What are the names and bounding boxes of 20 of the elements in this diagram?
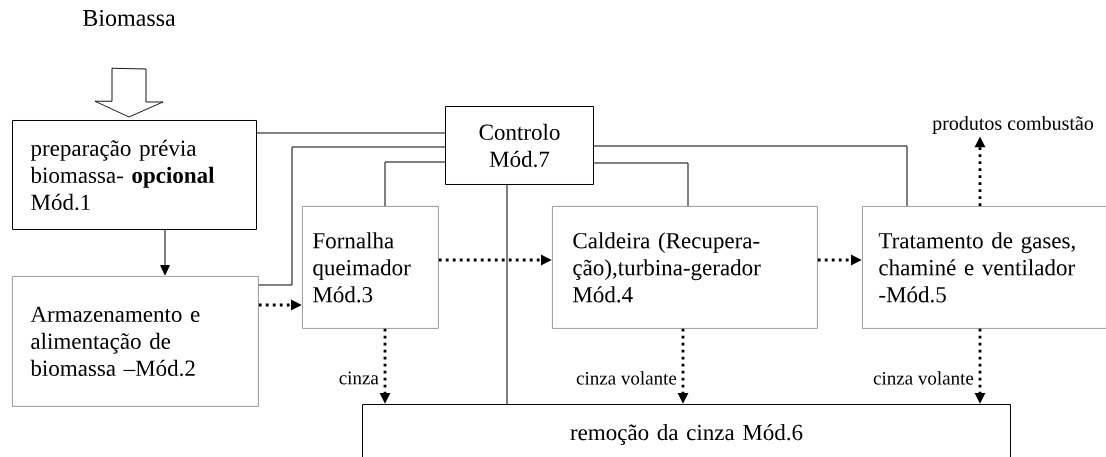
process-box: Tratamento de gases, chaminé e ventilador -Mód.5 (862, 206, 1106, 329)
edge-label: cinza (337, 370, 380, 386)
connector-line (593, 145, 908, 207)
block-arrow (94, 67, 164, 118)
connector-line (256, 132, 446, 134)
output-label: produtos combustão (932, 115, 1094, 135)
control-box: Controlo Mód.7 (445, 106, 594, 185)
connector-line (384, 161, 446, 207)
edge-label: cinza volante (872, 370, 975, 386)
connector-line (593, 162, 689, 207)
process-box: preparação prévia biomassa- opcional Mód.1 (12, 120, 257, 230)
connector-line (506, 184, 508, 405)
arrow (160, 229, 170, 276)
edge-label: cinza volante (575, 370, 678, 386)
process-box: Fornalha queimador Mód.3 (302, 206, 439, 329)
input-label: Biomassa (83, 9, 176, 27)
process-box: Caldeira (Recupera- ção),turbina-gerador Mód.4 (552, 206, 818, 329)
process-box: Armazenamento e alimentação de biomassa –Mód.2 (12, 276, 259, 407)
connector-line (258, 146, 446, 286)
process-box: remoção da cinza Mód.6 (362, 404, 1011, 457)
